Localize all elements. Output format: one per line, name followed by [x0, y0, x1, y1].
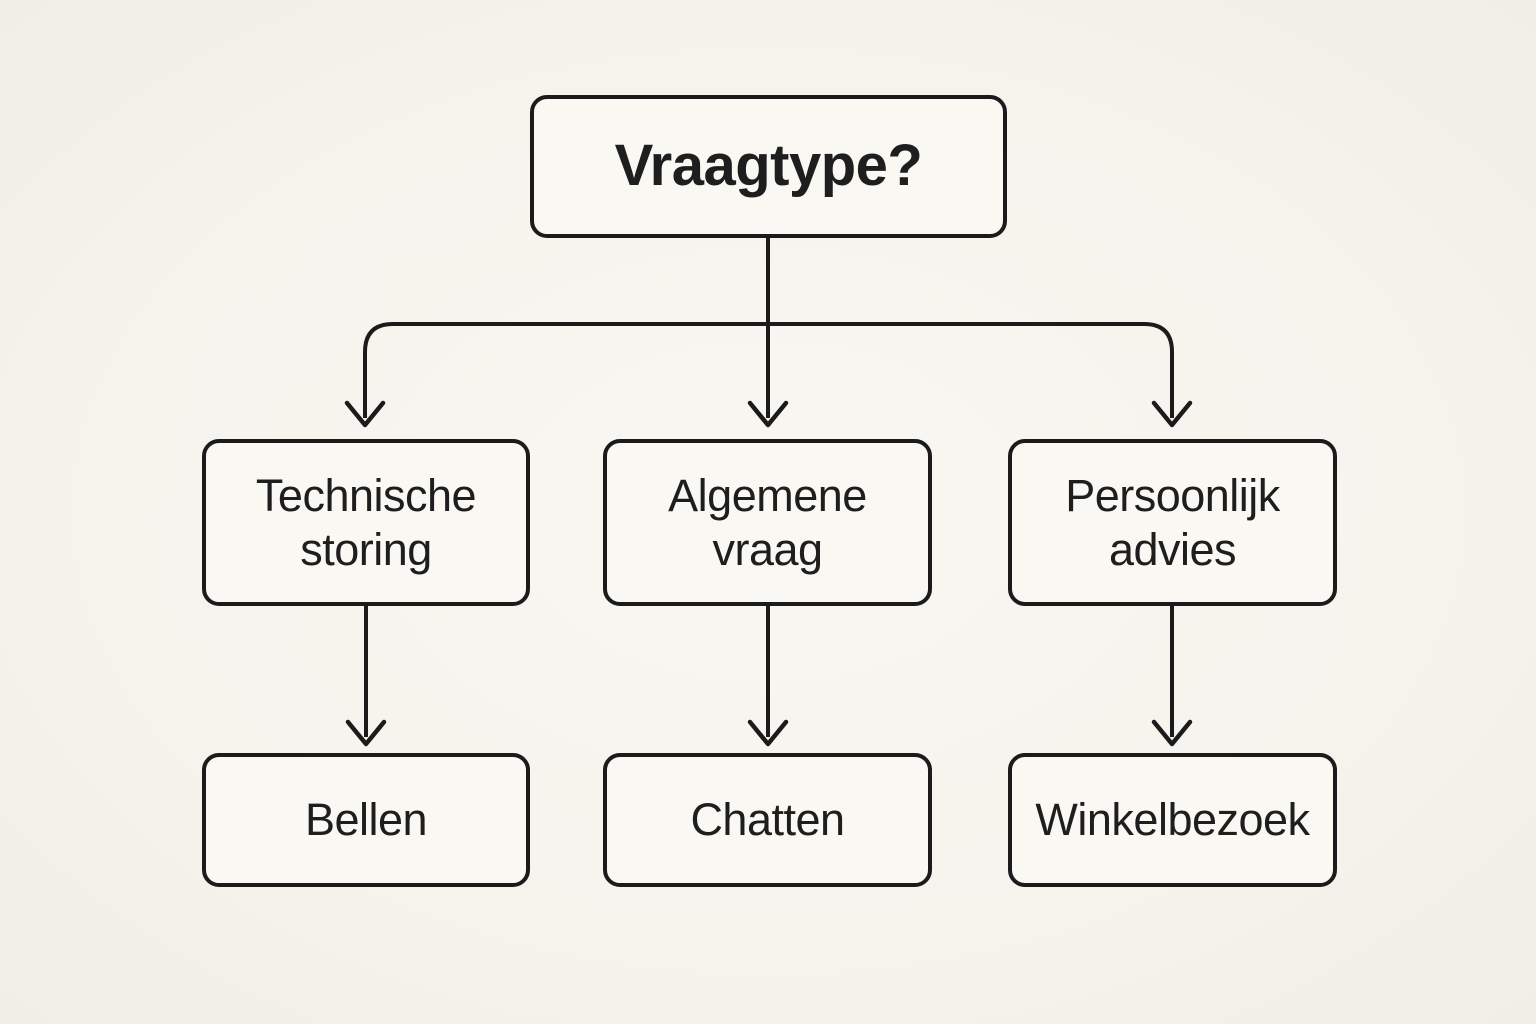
- node-vraagtype: Vraagtype?: [530, 95, 1007, 238]
- arrowhead-branch-middle-icon: [747, 400, 789, 428]
- node-winkelbezoek: Winkelbezoek: [1008, 753, 1337, 887]
- node-persoonlijk-advies: Persoonlijk advies: [1008, 439, 1337, 606]
- node-algemene-vraag-label: Algemene vraag: [668, 470, 867, 575]
- node-vraagtype-label: Vraagtype?: [614, 133, 923, 199]
- node-persoonlijk-advies-label: Persoonlijk advies: [1065, 470, 1280, 575]
- arrowhead-branch-left-icon: [344, 400, 386, 428]
- edge-root-split: [363, 322, 1174, 418]
- node-bellen: Bellen: [202, 753, 530, 887]
- node-technische-storing: Technische storing: [202, 439, 530, 606]
- node-technische-storing-label: Technische storing: [255, 470, 477, 575]
- arrowhead-leaf-middle-icon: [747, 719, 789, 747]
- node-algemene-vraag: Algemene vraag: [603, 439, 932, 606]
- node-chatten: Chatten: [603, 753, 932, 887]
- node-chatten-label: Chatten: [690, 794, 845, 846]
- node-winkelbezoek-label: Winkelbezoek: [1035, 794, 1310, 846]
- arrowhead-leaf-right-icon: [1151, 719, 1193, 747]
- arrowhead-leaf-left-icon: [345, 719, 387, 747]
- arrowhead-branch-right-icon: [1151, 400, 1193, 428]
- node-bellen-label: Bellen: [304, 794, 428, 846]
